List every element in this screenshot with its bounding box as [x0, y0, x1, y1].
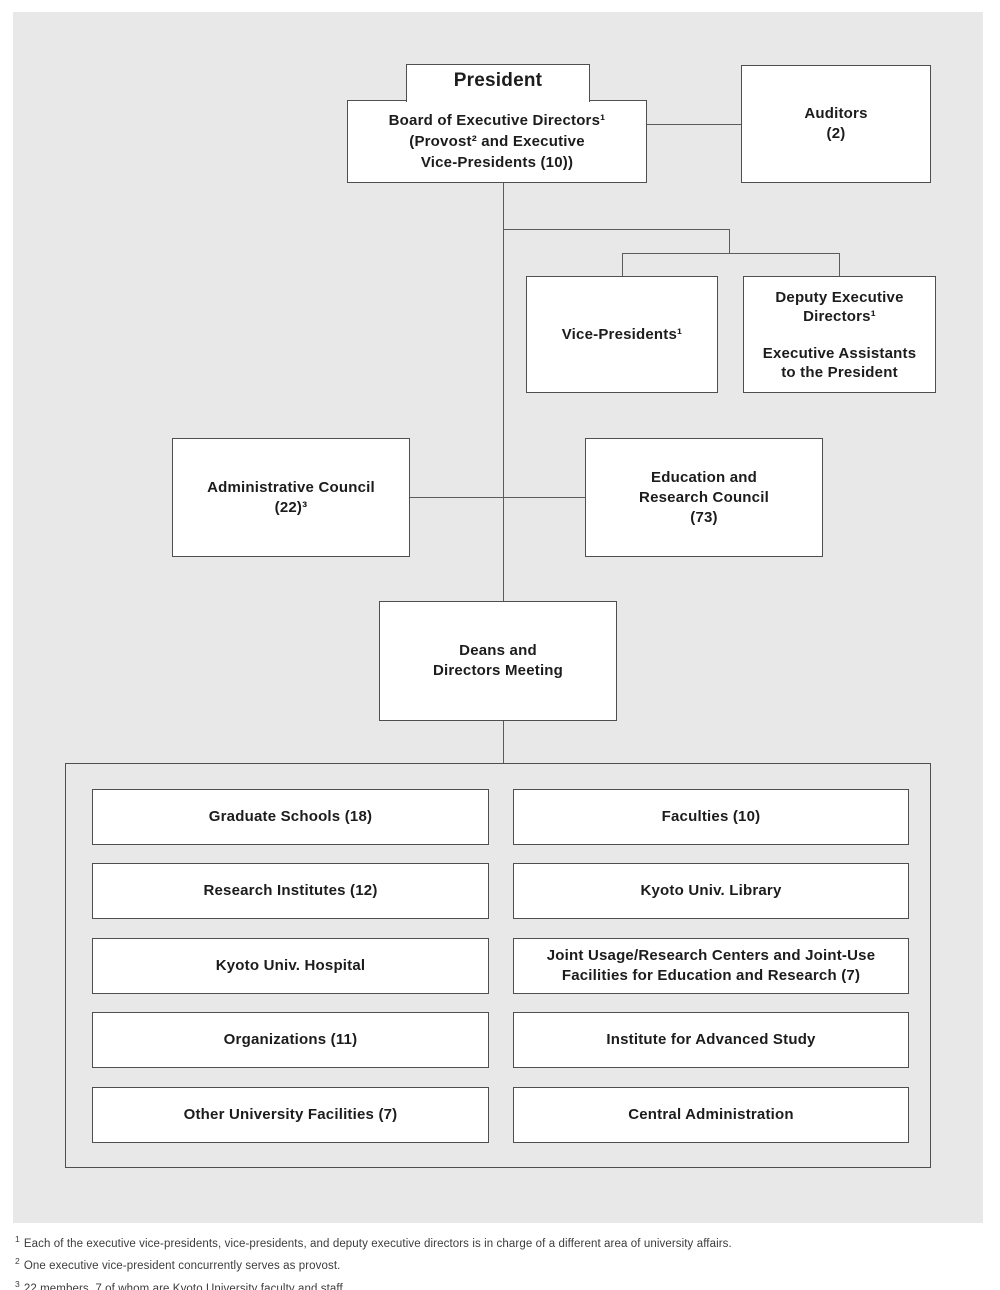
deputy-directors-group: Deputy Executive Directors¹	[767, 288, 911, 326]
deans-line: Directors Meeting	[432, 662, 564, 679]
board-of-executive-directors-box: Board of Executive Directors¹ (Provost² …	[347, 100, 647, 183]
footnote-3-marker: 3	[15, 1278, 20, 1289]
organizations-label: Organizations (11)	[223, 1031, 358, 1048]
deans-directors-meeting-box: Deans and Directors Meeting	[379, 601, 617, 721]
connector-spine-upper	[503, 183, 504, 601]
faculties-label: Faculties (10)	[661, 808, 761, 825]
units-container	[65, 763, 931, 1168]
research-institutes-box: Research Institutes (12)	[92, 863, 489, 919]
president-label: President	[453, 70, 543, 91]
graduate-schools-label: Graduate Schools (18)	[208, 808, 373, 825]
footnote-1-text: Each of the executive vice-presidents, v…	[23, 1237, 732, 1250]
auditors-box: Auditors (2)	[741, 65, 931, 183]
footnote-2-text: One executive vice-president concurrentl…	[23, 1260, 341, 1273]
auditors-count: (2)	[826, 125, 846, 142]
education-council-count: (73)	[690, 508, 718, 526]
deputy-line: Directors¹	[803, 307, 876, 325]
footnote-1-marker: 1	[15, 1234, 20, 1244]
administrative-council-box: Administrative Council (22)³	[172, 438, 410, 557]
connector-board-to-auditors	[647, 124, 741, 125]
education-council-line: Research Council	[639, 488, 769, 506]
footnote-3-text: 22 members, 7 of whom are Kyoto Universi…	[23, 1282, 347, 1290]
vice-presidents-box: Vice-Presidents¹	[526, 276, 718, 393]
board-line: Vice-Presidents (10))	[420, 154, 574, 171]
central-administration-box: Central Administration	[513, 1087, 909, 1143]
other-facilities-box: Other University Facilities (7)	[92, 1087, 489, 1143]
institute-advanced-study-box: Institute for Advanced Study	[513, 1012, 909, 1068]
faculties-box: Faculties (10)	[513, 789, 909, 845]
deputy-line: to the President	[781, 363, 898, 381]
connector-councils	[410, 497, 585, 498]
central-administration-label: Central Administration	[628, 1106, 794, 1123]
hospital-label: Kyoto Univ. Hospital	[215, 957, 366, 974]
deans-line: Deans and	[459, 642, 537, 659]
administrative-council-label: Administrative Council	[207, 478, 375, 496]
joint-usage-research-centers-label: Joint Usage/Research Centers and Joint-U…	[546, 947, 876, 984]
deputy-executive-directors-box: Deputy Executive Directors¹ Executive As…	[743, 276, 936, 393]
library-label: Kyoto Univ. Library	[640, 882, 782, 899]
connector-deputy-drop	[839, 253, 840, 277]
library-box: Kyoto Univ. Library	[513, 863, 909, 919]
research-institutes-label: Research Institutes (12)	[203, 882, 378, 899]
administrative-council-count: (22)³	[274, 498, 308, 516]
graduate-schools-box: Graduate Schools (18)	[92, 789, 489, 845]
board-line: (Provost² and Executive	[409, 133, 585, 150]
connector-vice-presidents-drop	[622, 253, 623, 277]
deputy-line: Deputy Executive	[775, 288, 904, 306]
president-box: President	[406, 64, 590, 102]
connector-branch-horizontal	[503, 229, 729, 230]
joint-usage-research-centers-box: Joint Usage/Research Centers and Joint-U…	[513, 938, 909, 994]
connector-branch-drop	[729, 229, 730, 254]
vice-presidents-label: Vice-Presidents¹	[561, 325, 683, 343]
executive-assistants-group: Executive Assistants to the President	[755, 344, 925, 382]
auditors-label: Auditors	[804, 105, 868, 122]
other-facilities-label: Other University Facilities (7)	[183, 1106, 398, 1123]
education-council-line: Education and	[651, 468, 757, 486]
education-research-council-box: Education and Research Council (73)	[585, 438, 823, 557]
hospital-box: Kyoto Univ. Hospital	[92, 938, 489, 994]
connector-branch-bar	[622, 253, 840, 254]
footnote-2-marker: 2	[15, 1256, 20, 1267]
deputy-line: Executive Assistants	[762, 344, 917, 362]
connector-spine-lower	[503, 721, 504, 763]
organizations-box: Organizations (11)	[92, 1012, 489, 1068]
board-line: Board of Executive Directors¹	[388, 112, 606, 129]
institute-advanced-study-label: Institute for Advanced Study	[606, 1031, 816, 1048]
